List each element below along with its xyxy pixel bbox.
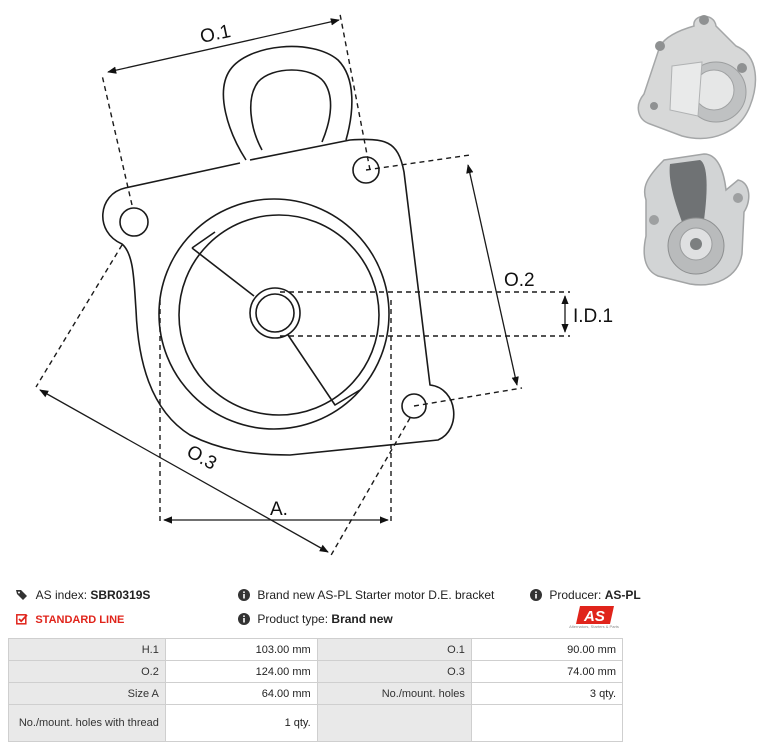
info-icon — [238, 589, 250, 601]
label-o2: O.2 — [504, 270, 535, 291]
segment-lower — [287, 334, 361, 406]
spec-value-cell: 103.00 mm — [164, 638, 318, 661]
svg-text:AS: AS — [583, 608, 605, 625]
segment-upper — [191, 247, 255, 297]
bushing-inner — [255, 293, 295, 333]
info-icon — [530, 589, 542, 601]
tags-icon — [16, 590, 27, 600]
spec-key-cell — [316, 704, 472, 742]
dim-o1-line — [107, 18, 340, 74]
standard-line-label: STANDARD LINE — [35, 614, 125, 626]
spec-key-cell: No./mount. holes — [316, 682, 472, 705]
logo-mark: AS — [576, 606, 614, 625]
dim-o2-line — [466, 164, 519, 386]
description-text: Brand new AS-PL Starter motor D.E. brack… — [257, 588, 495, 602]
spec-value-cell: 1 qty. — [164, 704, 318, 742]
segment-upper-2 — [191, 231, 216, 249]
top-lug-inner — [249, 69, 332, 151]
spec-value-cell: 64.00 mm — [164, 682, 318, 705]
spec-key-cell: No./mount. holes with thread — [8, 704, 166, 742]
bore-outer — [158, 198, 390, 430]
spec-value-cell: 124.00 mm — [164, 660, 318, 683]
as-index: AS index: SBR0319S — [16, 588, 150, 602]
label-id1: I.D.1 — [573, 306, 613, 327]
label-o1: O.1 — [198, 21, 232, 48]
product-type: Product type: Brand new — [238, 612, 393, 626]
info-icon — [238, 613, 250, 625]
spec-key-cell: O.1 — [316, 638, 472, 661]
mount-hole-top-right — [352, 156, 380, 184]
mount-hole-bottom-right — [401, 393, 427, 419]
mount-hole-left — [119, 207, 149, 237]
dim-o3-line — [39, 389, 329, 553]
bracket-outline — [102, 138, 455, 456]
logo-tagline: Alternators, Starters & Parts — [569, 624, 619, 629]
bore-inner — [178, 214, 380, 416]
spec-value-cell: 74.00 mm — [470, 660, 624, 683]
as-index-value: SBR0319S — [90, 588, 151, 602]
producer: Producer: AS-PL — [530, 588, 641, 602]
spec-key-cell: O.3 — [316, 660, 472, 683]
producer-value: AS-PL — [604, 588, 641, 602]
label-a: A. — [270, 499, 288, 520]
spec-key-cell: H.1 — [8, 638, 166, 661]
as-index-label: AS index: — [35, 588, 88, 602]
spec-key-cell: O.2 — [8, 660, 166, 683]
spec-value-cell — [470, 704, 624, 742]
bushing-outer — [249, 287, 301, 339]
technical-drawing: O.1 O.2 O.3 A. I.D.1 — [35, 13, 613, 558]
product-photo-rear — [643, 153, 750, 286]
description: Brand new AS-PL Starter motor D.E. brack… — [238, 588, 494, 602]
spec-key-cell: Size A — [8, 682, 166, 705]
checkbox-icon — [16, 614, 28, 625]
product-type-label: Product type: — [257, 612, 329, 626]
spec-value-cell: 3 qty. — [470, 682, 624, 705]
label-o3: O.3 — [183, 441, 220, 474]
as-pl-logo: AS Alternators, Starters & Parts — [562, 604, 626, 632]
spec-value-cell: 90.00 mm — [470, 638, 624, 661]
producer-label: Producer: — [549, 588, 602, 602]
product-line: STANDARD LINE — [16, 612, 124, 627]
product-photo-front — [637, 15, 757, 140]
product-type-value: Brand new — [331, 612, 393, 626]
